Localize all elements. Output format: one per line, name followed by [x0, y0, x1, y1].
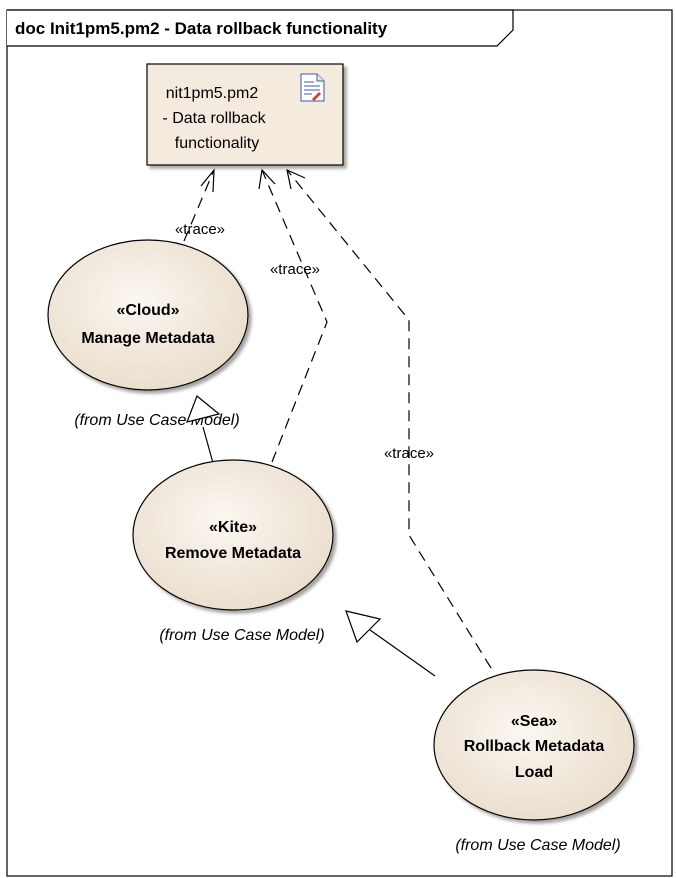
artifact-node: nit1pm5.pm2 - Data rollback functionalit… [146, 63, 344, 166]
trace-arrowhead-manage [200, 168, 215, 193]
relations [183, 168, 492, 677]
generalization-arrowhead-manage [186, 395, 221, 423]
use-case-origin: (from Use Case Model) [455, 837, 620, 854]
generalization-line-remove [202, 426, 214, 464]
use-case-ellipse [433, 669, 635, 821]
artifact-line-2: - Data rollback [162, 110, 266, 127]
use-case-ellipse [47, 239, 249, 391]
trace-line-remove [261, 169, 328, 463]
trace-label-rollback: «trace» [384, 445, 434, 462]
use-case-manage-metadata: «Cloud» Manage Metadata (from Use Case M… [47, 239, 249, 429]
artifact-line-1: nit1pm5.pm2 [166, 85, 259, 102]
use-case-stereotype: «Kite» [209, 519, 257, 536]
use-case-stereotype: «Sea» [511, 713, 557, 730]
use-case-origin: (from Use Case Model) [159, 627, 324, 644]
generalization-arrowhead-remove [345, 610, 382, 644]
use-case-name: Manage Metadata [81, 330, 214, 347]
trace-line-manage [183, 169, 215, 242]
trace-label-manage: «trace» [175, 221, 225, 238]
use-case-rollback-metadata-load: «Sea» Rollback Metadata Load (from Use C… [433, 669, 635, 854]
use-case-name-line-2: Load [515, 764, 553, 781]
use-case-remove-metadata: «Kite» Remove Metadata (from Use Case Mo… [132, 459, 334, 644]
trace-arrowhead-remove [258, 168, 276, 190]
document-icon [300, 73, 325, 102]
use-case-name: Remove Metadata [165, 545, 301, 562]
generalization-line-rollback [369, 629, 436, 677]
trace-line-rollback [286, 169, 492, 669]
frame-title: doc Init1pm5.pm2 - Data rollback functio… [15, 19, 388, 38]
trace-label-remove: «trace» [270, 261, 320, 278]
use-case-stereotype: «Cloud» [116, 302, 179, 319]
frame-header-tab [7, 9, 514, 47]
artifact-line-3: functionality [175, 135, 260, 152]
use-case-ellipse [132, 459, 334, 611]
use-case-name-line-1: Rollback Metadata [464, 738, 605, 755]
trace-arrowhead-rollback [286, 168, 306, 190]
